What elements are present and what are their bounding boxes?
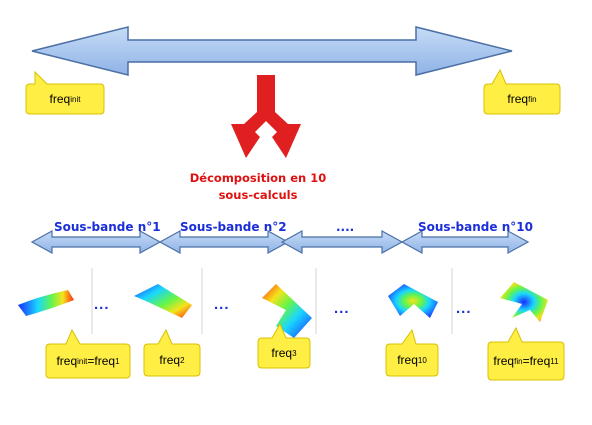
freq-10-sub: 10 (417, 355, 427, 365)
freq-init-sub: init (70, 94, 81, 104)
mode-shape-2 (134, 284, 192, 318)
freq-1-main: freq (56, 354, 78, 368)
sub-band-10-arrow (400, 229, 530, 255)
freq-init-callout (25, 70, 105, 115)
mode-dots-4: ... (456, 300, 472, 317)
freq-fin-sub: fin (528, 94, 537, 104)
freq-11-main: freq (493, 354, 515, 368)
freq-1-eq-sub: 1 (115, 356, 120, 366)
sub-band-middle-arrow (280, 229, 404, 255)
freq-11-callout (487, 326, 565, 381)
mode-dots-1: ... (94, 296, 110, 313)
freq-10-callout (385, 328, 439, 377)
freq-init-main: freq (49, 92, 71, 106)
sub-band-10-label: Sous-bande n°10 (418, 220, 533, 234)
mode-shape-5 (500, 282, 548, 322)
freq-3-callout (257, 322, 311, 369)
freq-1-sub: init (77, 356, 88, 366)
sub-band-2-label: Sous-bande n°2 (180, 220, 287, 234)
freq-11-eq: =freq (522, 354, 551, 368)
freq-fin-callout (483, 68, 561, 115)
sub-band-1-label: Sous-bande n°1 (54, 220, 161, 234)
freq-3-sub: 3 (292, 348, 297, 358)
freq-fin-main: freq (507, 92, 529, 106)
freq-1-eq: =freq (87, 354, 116, 368)
freq-2-callout (143, 328, 201, 377)
decomposition-caption: Décomposition en 10 sous-calculs (188, 170, 328, 204)
freq-3-main: freq (271, 346, 293, 360)
freq-11-sub: fin (514, 356, 523, 366)
mode-dots-3: ... (334, 300, 350, 317)
sub-band-ellipsis: .... (336, 220, 355, 234)
sub-band-2-arrow (158, 229, 290, 255)
decomposition-line-2: sous-calculs (218, 188, 298, 202)
freq-1-callout (45, 328, 131, 379)
mode-shapes (18, 282, 548, 338)
sub-band-1-arrow (30, 229, 162, 255)
decomposition-arrow (231, 75, 301, 158)
mode-dots-2: ... (214, 296, 230, 313)
frequency-range-arrow (31, 26, 513, 76)
freq-2-sub: 2 (180, 355, 185, 365)
mode-shape-3 (262, 284, 312, 338)
sub-band-arrows (30, 229, 530, 255)
freq-2-main: freq (159, 353, 181, 367)
freq-11-eq-sub: 11 (550, 356, 559, 366)
mode-shape-4 (388, 284, 438, 318)
freq-10-main: freq (397, 353, 418, 367)
column-separators (91, 268, 453, 334)
mode-shape-1 (18, 290, 74, 316)
decomposition-line-1: Décomposition en 10 (189, 171, 327, 185)
